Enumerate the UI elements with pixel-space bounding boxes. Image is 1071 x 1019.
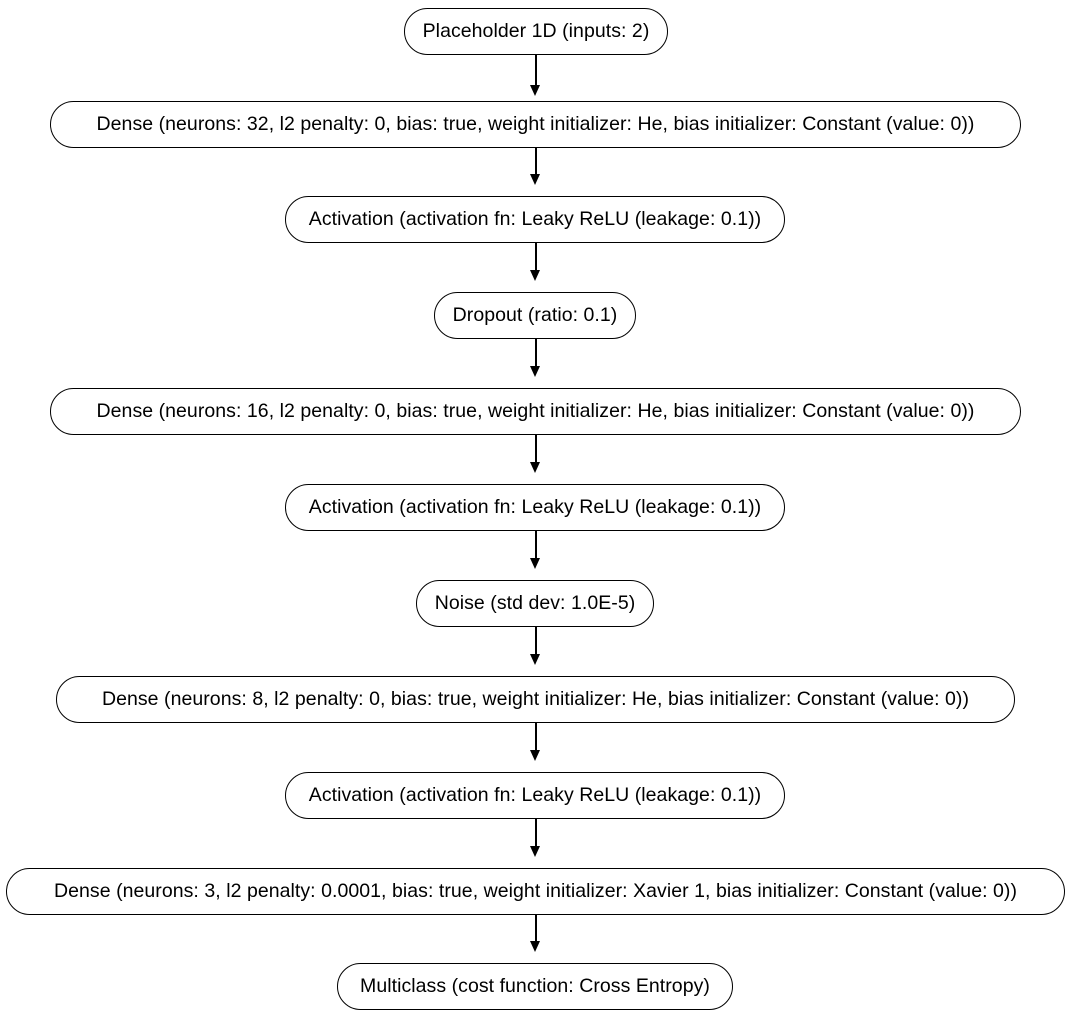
node-multiclass[interactable]: Multiclass (cost function: Cross Entropy…: [337, 963, 733, 1010]
arrowhead-icon: [530, 174, 541, 185]
arrowhead-icon: [530, 941, 541, 952]
arrowhead-icon: [530, 270, 541, 281]
edge-line: [535, 435, 537, 463]
arrowhead-icon: [530, 85, 541, 96]
node-label: Activation (activation fn: Leaky ReLU (l…: [308, 495, 762, 518]
node-label: Dense (neurons: 8, l2 penalty: 0, bias: …: [101, 687, 970, 710]
node-label: Dropout (ratio: 0.1): [452, 303, 618, 326]
node-dense-32[interactable]: Dense (neurons: 32, l2 penalty: 0, bias:…: [50, 101, 1021, 148]
edge-line: [535, 915, 537, 942]
edge-line: [535, 531, 537, 559]
node-activation-2[interactable]: Activation (activation fn: Leaky ReLU (l…: [285, 484, 785, 531]
node-label: Activation (activation fn: Leaky ReLU (l…: [308, 207, 762, 230]
arrowhead-icon: [530, 654, 541, 665]
node-dense-16[interactable]: Dense (neurons: 16, l2 penalty: 0, bias:…: [50, 388, 1021, 435]
edge-line: [535, 339, 537, 367]
node-label: Multiclass (cost function: Cross Entropy…: [360, 974, 710, 997]
edge-line: [535, 243, 537, 271]
node-label: Noise (std dev: 1.0E-5): [434, 591, 636, 614]
node-dense-3[interactable]: Dense (neurons: 3, l2 penalty: 0.0001, b…: [6, 868, 1065, 915]
node-activation-3[interactable]: Activation (activation fn: Leaky ReLU (l…: [285, 772, 785, 819]
arrowhead-icon: [530, 750, 541, 761]
arrowhead-icon: [530, 558, 541, 569]
arrowhead-icon: [530, 846, 541, 857]
node-dense-8[interactable]: Dense (neurons: 8, l2 penalty: 0, bias: …: [56, 676, 1015, 723]
edge-line: [535, 55, 537, 86]
arrowhead-icon: [530, 462, 541, 473]
edge-line: [535, 723, 537, 751]
arrowhead-icon: [530, 366, 541, 377]
edge-line: [535, 627, 537, 655]
node-noise[interactable]: Noise (std dev: 1.0E-5): [416, 580, 654, 627]
node-label: Placeholder 1D (inputs: 2): [422, 19, 650, 42]
node-label: Dense (neurons: 32, l2 penalty: 0, bias:…: [96, 112, 975, 135]
edge-line: [535, 148, 537, 175]
node-dropout[interactable]: Dropout (ratio: 0.1): [434, 292, 636, 339]
node-activation-1[interactable]: Activation (activation fn: Leaky ReLU (l…: [285, 196, 785, 243]
node-placeholder[interactable]: Placeholder 1D (inputs: 2): [404, 8, 668, 55]
node-label: Dense (neurons: 3, l2 penalty: 0.0001, b…: [53, 879, 1018, 902]
edge-line: [535, 819, 537, 847]
node-label: Activation (activation fn: Leaky ReLU (l…: [308, 783, 762, 806]
node-label: Dense (neurons: 16, l2 penalty: 0, bias:…: [96, 399, 975, 422]
